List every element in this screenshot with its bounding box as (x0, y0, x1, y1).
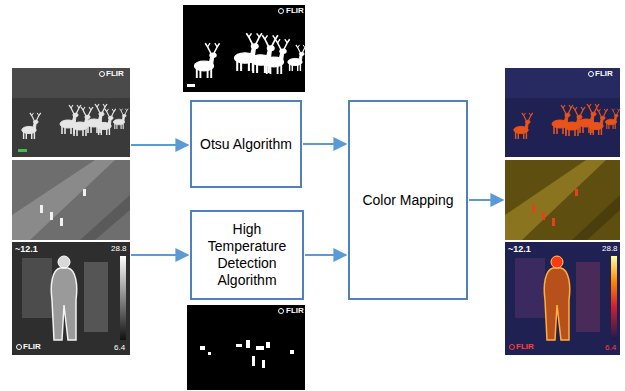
image-label: FLIR (23, 343, 41, 351)
image-label: 6.4 (605, 344, 616, 352)
flow-arrow (305, 254, 346, 256)
image-label: FLIR (516, 343, 534, 351)
flow-arrow (303, 143, 346, 145)
image-label: 6.4 (114, 344, 125, 352)
process-box: Otsu Algorithm (190, 100, 302, 188)
box-label: Color Mapping (356, 192, 459, 209)
box-label: Otsu Algorithm (194, 136, 298, 153)
image-label: FLIR (286, 307, 304, 315)
box-label: High Temperature Detection Algorithm (192, 221, 302, 289)
image-label: 28.8 (111, 245, 127, 253)
process-box: High Temperature Detection Algorithm (190, 210, 304, 300)
process-box: Color Mapping (348, 100, 468, 300)
image-label: FLIR (595, 70, 613, 78)
image-label: 28.8 (602, 245, 618, 253)
image-label: FLIR (286, 7, 304, 15)
image-label: ~12.1 (15, 245, 38, 254)
image-label: FLIR (106, 70, 124, 78)
image-label: ~12.1 (508, 245, 531, 254)
